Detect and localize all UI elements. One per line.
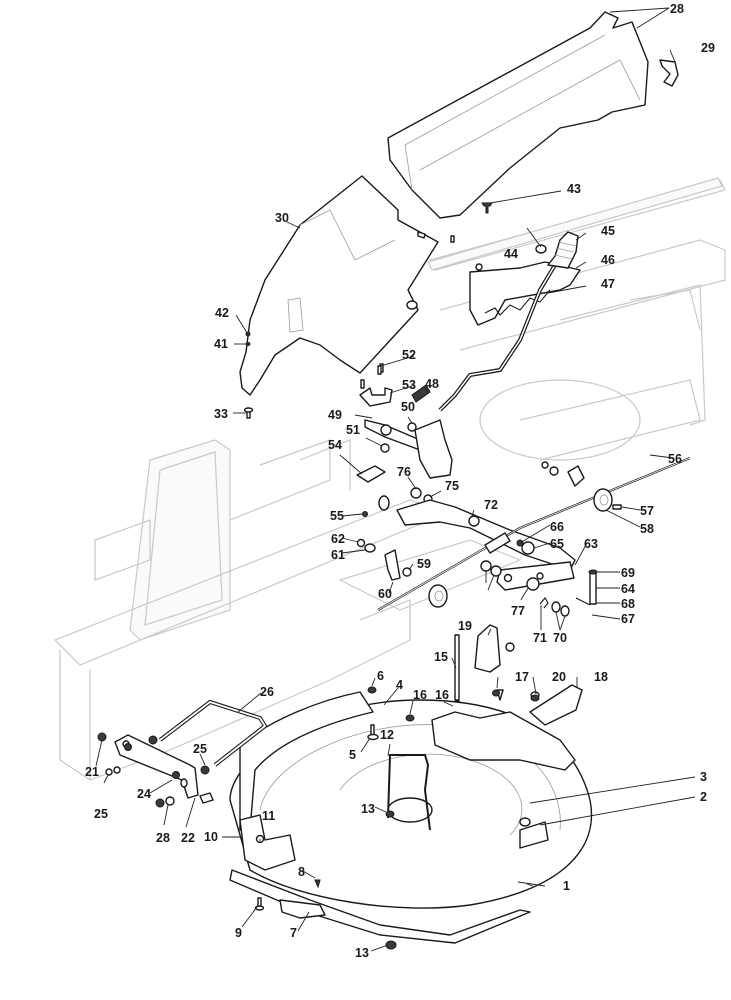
callout-51[interactable]: 53 <box>402 378 416 392</box>
callout-29[interactable]: 29 <box>701 41 715 55</box>
callout-5[interactable]: 5 <box>349 748 356 762</box>
pulley-part-56[interactable] <box>593 488 622 512</box>
callout-21[interactable]: 21 <box>85 765 99 779</box>
small-hardware <box>367 686 540 950</box>
callout-43[interactable]: 45 <box>601 224 615 238</box>
rear-cover-part-28[interactable] <box>387 11 649 219</box>
bracket-part-18[interactable] <box>529 684 583 726</box>
callout-72[interactable]: 76 <box>397 465 411 479</box>
callout-58[interactable]: 60 <box>378 587 392 601</box>
callout-66[interactable]: 68 <box>621 597 635 611</box>
callout-65[interactable]: 67 <box>621 612 635 626</box>
callout-70[interactable]: 72 <box>484 498 498 512</box>
callout-42[interactable]: 44 <box>504 247 518 261</box>
bracket-part-19[interactable] <box>474 624 515 701</box>
bracket-part-22[interactable] <box>114 734 199 799</box>
callout-18[interactable]: 18 <box>594 670 608 684</box>
callout-12[interactable]: 12 <box>380 728 394 742</box>
bolt-part-8[interactable] <box>314 879 321 889</box>
bracket-part-7[interactable] <box>279 899 326 919</box>
callout-6[interactable]: 6 <box>377 669 384 683</box>
callout-30[interactable]: 30 <box>275 211 289 225</box>
callout-62[interactable]: 64 <box>621 582 635 596</box>
callout-60[interactable]: 62 <box>331 532 345 546</box>
callout-48[interactable]: 50 <box>401 400 415 414</box>
clip-part-29[interactable] <box>659 59 679 87</box>
callout-25-left[interactable]: 25 <box>94 807 108 821</box>
callout-28[interactable]: 28 <box>670 2 684 16</box>
arm-part-61[interactable] <box>480 539 598 617</box>
callout-45[interactable]: 47 <box>601 277 615 291</box>
callout-59[interactable]: 61 <box>331 548 345 562</box>
callout-64[interactable]: 66 <box>550 520 564 534</box>
callout-32[interactable]: 41 <box>214 337 228 351</box>
cutting-deck-part-1[interactable] <box>229 699 593 944</box>
callout-24[interactable]: 26 <box>260 685 274 699</box>
callout-11[interactable]: 11 <box>262 809 275 823</box>
callout-20[interactable]: 20 <box>552 670 566 684</box>
callout-19[interactable]: 19 <box>458 619 472 633</box>
callout-71[interactable]: 75 <box>445 479 459 493</box>
callout-69[interactable]: 71 <box>533 631 547 645</box>
callout-25-right[interactable]: 25 <box>193 742 207 756</box>
callout-13-upper[interactable]: 13 <box>361 802 375 816</box>
callout-13-lower[interactable]: 13 <box>355 946 369 960</box>
callout-47[interactable]: 49 <box>328 408 342 422</box>
u-bolt-part-12[interactable] <box>387 754 431 831</box>
leader-lines <box>95 7 696 952</box>
callout-41[interactable]: 43 <box>567 182 581 196</box>
u-bar-part-24[interactable] <box>148 699 268 767</box>
pulley-lower[interactable] <box>428 584 448 608</box>
bolt-part-9[interactable] <box>254 897 265 911</box>
callout-61[interactable]: 63 <box>584 537 598 551</box>
callout-67[interactable]: 69 <box>621 566 635 580</box>
callout-31[interactable]: 33 <box>214 407 228 421</box>
front-cover-part-30[interactable] <box>239 175 439 396</box>
pivot-assembly[interactable] <box>356 363 576 581</box>
callout-50[interactable]: 52 <box>402 348 416 362</box>
callout-49[interactable]: 51 <box>346 423 360 437</box>
callout-57[interactable]: 59 <box>417 557 431 571</box>
callout-44[interactable]: 46 <box>601 253 615 267</box>
callout-4[interactable]: 4 <box>396 678 403 692</box>
callout-17[interactable]: 17 <box>515 670 529 684</box>
side-bracket <box>541 461 585 487</box>
cable-part-54[interactable] <box>377 456 691 611</box>
callout-54[interactable]: 56 <box>668 452 682 466</box>
callout-15[interactable]: 15 <box>434 650 448 664</box>
callout-55[interactable]: 57 <box>640 504 654 518</box>
callout-53[interactable]: 55 <box>330 509 344 523</box>
callout-7[interactable]: 7 <box>290 926 297 940</box>
front-rail-part-4[interactable] <box>239 691 374 831</box>
callout-16-left[interactable]: 16 <box>413 688 427 702</box>
callout-9[interactable]: 9 <box>235 926 242 940</box>
callout-16-right[interactable]: 16 <box>435 688 449 702</box>
small-hardware-left <box>97 732 214 808</box>
callout-63[interactable]: 65 <box>550 537 564 551</box>
callout-22[interactable]: 22 <box>181 831 195 845</box>
callout-23[interactable]: 24 <box>137 787 151 801</box>
callout-10[interactable]: 10 <box>204 830 218 844</box>
callout-3[interactable]: 3 <box>700 770 707 784</box>
callout-26[interactable]: 28 <box>156 831 170 845</box>
height-lever-assembly[interactable] <box>411 177 723 412</box>
callout-52[interactable]: 54 <box>328 438 342 452</box>
callout-46[interactable]: 48 <box>425 377 439 391</box>
adjust-rod-part-15[interactable] <box>452 634 462 708</box>
callout-2[interactable]: 2 <box>700 790 707 804</box>
callout-68[interactable]: 70 <box>553 631 567 645</box>
callout-labels: 28 29 30 42 41 33 43 44 45 46 47 48 52 5… <box>85 2 715 960</box>
callout-8[interactable]: 8 <box>298 865 305 879</box>
callout-75[interactable]: 77 <box>511 604 525 618</box>
callout-33[interactable]: 42 <box>215 306 229 320</box>
callout-56[interactable]: 58 <box>640 522 654 536</box>
callout-1[interactable]: 1 <box>563 879 570 893</box>
